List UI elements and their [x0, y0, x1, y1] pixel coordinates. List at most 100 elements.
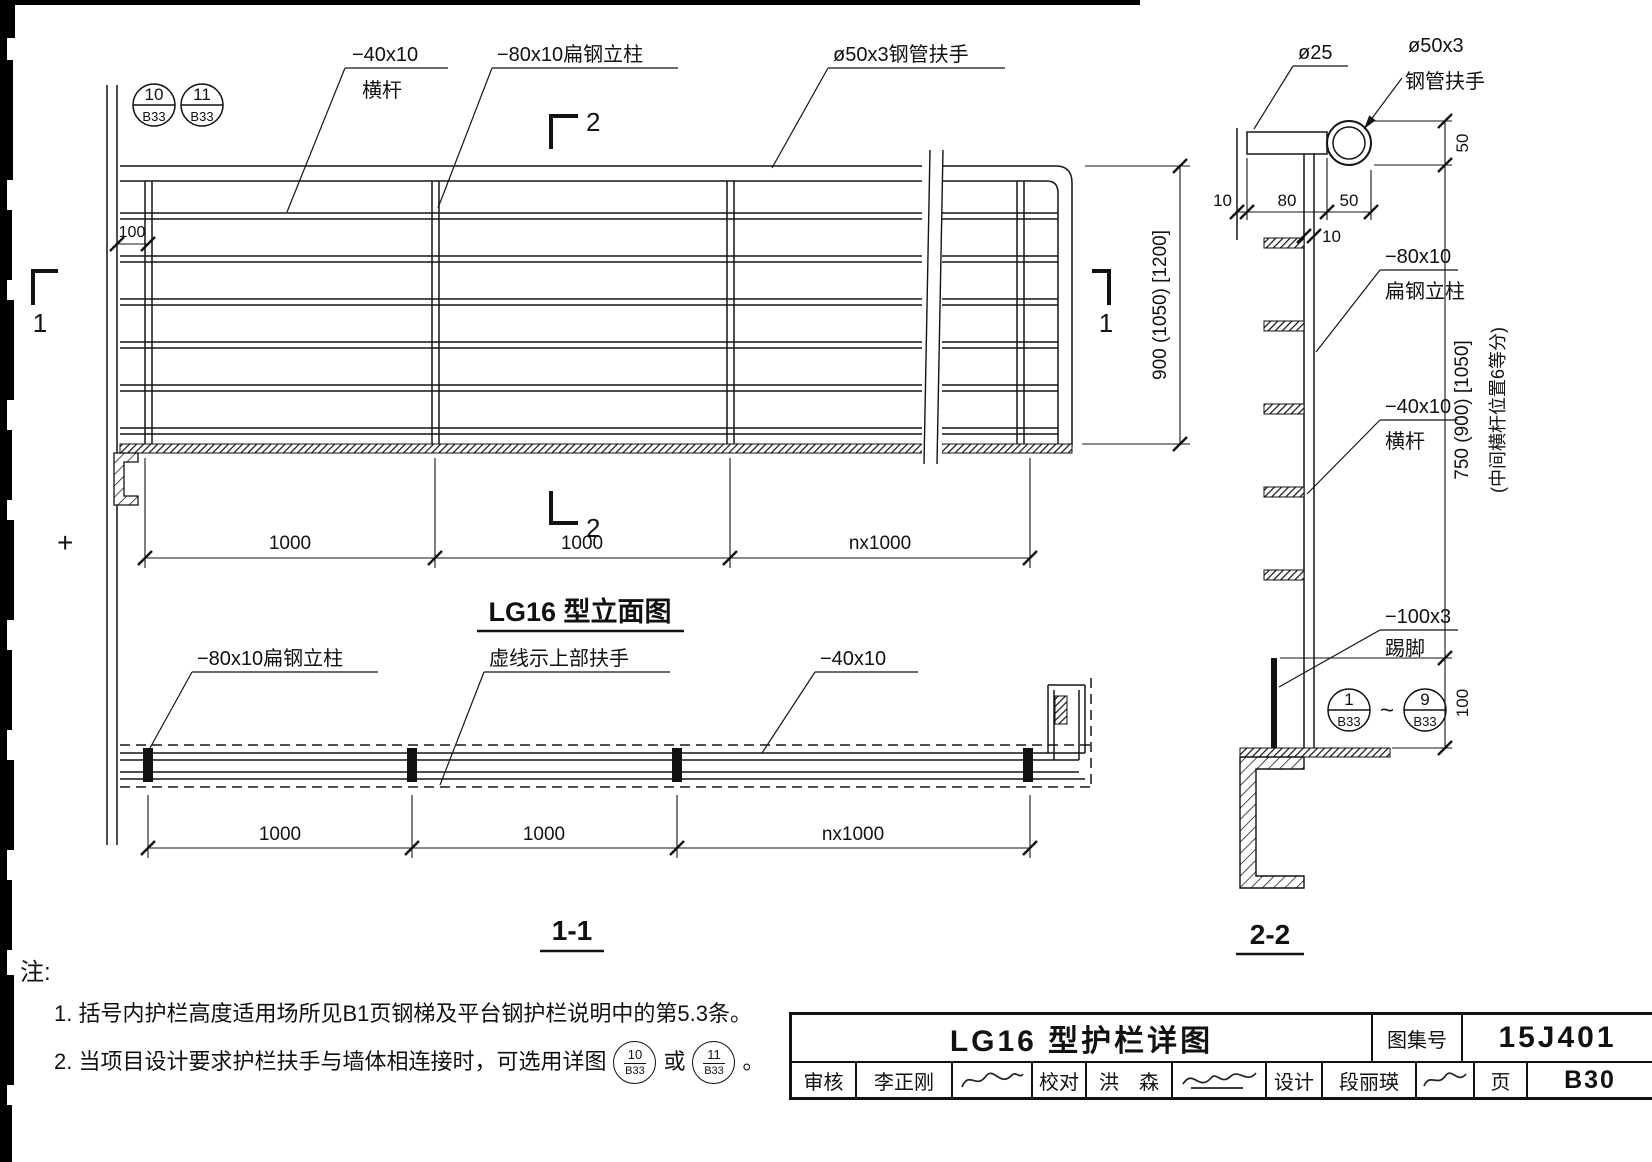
dim-toe-height: 100: [1453, 689, 1472, 717]
signature-scribble: [1182, 1072, 1257, 1089]
note-detail-bubble-10: 10 B33: [613, 1040, 657, 1084]
designer-name: 段丽瑛: [1321, 1063, 1415, 1097]
bubble-end-page: B33: [1413, 714, 1436, 729]
bubble-start-number: 1: [1344, 690, 1353, 709]
plus-registration-mark: +: [57, 527, 73, 558]
rail-label-name: 横杆: [362, 79, 402, 102]
dim-span-3: nx1000: [849, 533, 911, 554]
pipe-label-name: 钢管扶手: [1405, 70, 1485, 93]
cut-mark-2-bottom: 2: [586, 513, 600, 543]
plan-span-2: 1000: [523, 824, 565, 845]
dim-mid-height: 750 (900) [1050]: [1452, 340, 1473, 479]
leader-arrowhead: [1364, 115, 1376, 129]
notes-heading: 注:: [20, 959, 51, 986]
notes: 注: 1. 括号内护栏高度适用场所见B1页钢梯及平台钢护栏说明中的第5.3条。 …: [20, 952, 795, 1084]
atlas-number-label: 图集号: [1371, 1015, 1461, 1063]
plan-bar-label: −40x10: [820, 648, 886, 670]
bubble-end-number: 9: [1420, 690, 1429, 709]
signature-scribble: [961, 1072, 1024, 1088]
reviewer-label: 审核: [803, 1071, 844, 1094]
dim-wall-offset: 100: [119, 224, 146, 241]
bubble-2-number: 11: [193, 85, 211, 104]
dim-handrail-height: 50: [1453, 134, 1472, 153]
section-rail-label-name: 横杆: [1385, 430, 1425, 453]
plan-span-3: nx1000: [822, 824, 884, 845]
bubble-2-page: B33: [190, 109, 213, 124]
elevation-dimensions: [117, 165, 1190, 568]
elevation-title: LG16 型立面图: [488, 596, 671, 627]
bubble-1-number: 10: [145, 85, 164, 104]
plan-posts: [143, 748, 1033, 782]
page-label: 页: [1473, 1063, 1526, 1097]
dim-span-2: 1000: [561, 533, 603, 554]
dim-rail-height: 900 (1050) [1200]: [1150, 230, 1171, 380]
dim-post-depth: 80: [1278, 191, 1297, 210]
dim-span-1: 1000: [269, 533, 311, 554]
scan-edge-artifacts: [0, 0, 1140, 1162]
atlas-number-value: 15J401: [1461, 1015, 1652, 1063]
handrail-label: ø50x3钢管扶手: [833, 43, 969, 66]
elevation-edge-channel: [113, 452, 139, 506]
cut-mark-1-left: 1: [33, 308, 47, 338]
cut-mark-2-top: 2: [586, 107, 600, 137]
signature-scribble: [1423, 1072, 1467, 1087]
note-item-1: 1. 括号内护栏高度适用场所见B1页钢梯及平台钢护栏说明中的第5.3条。: [54, 1001, 752, 1026]
checker-signature: [1171, 1063, 1265, 1097]
elevation-floor-strip: [119, 443, 1073, 454]
elevation-texts: −40x10 横杆 −80x10扁钢立柱 ø50x3钢管扶手 10 B33 11…: [33, 43, 1171, 627]
plan-span-1: 1000: [259, 824, 301, 845]
designer-signature: [1415, 1063, 1473, 1097]
section-title: 2-2: [1250, 919, 1290, 950]
note-item-2-or: 或: [663, 1049, 686, 1075]
section-linework: [1236, 120, 1372, 748]
elevation-leaders: [286, 67, 1005, 633]
elevation-detail-bubbles: [132, 83, 224, 127]
note-item-2: 2. 当项目设计要求护栏扶手与墙体相连接时，可选用详图 10 B33 或 11 …: [20, 1040, 795, 1084]
cut-mark-1-right: 1: [1099, 308, 1113, 338]
bubble-start-page: B33: [1337, 714, 1360, 729]
dim-handrail-offset: 50: [1340, 191, 1359, 210]
section-post-label-name: 扁钢立柱: [1385, 280, 1465, 303]
bubble-page: B33: [625, 1064, 645, 1077]
elevation-break: [922, 149, 944, 465]
section-detail-bubbles: [1327, 688, 1447, 732]
note-detail-bubble-11: 11 B33: [692, 1040, 736, 1084]
checker-name: 洪 森: [1085, 1063, 1171, 1097]
plan-view: −80x10扁钢立柱 虚线示上部扶手 −40x10 1000 1000 nx10…: [120, 647, 1092, 953]
section-leaders: [1236, 65, 1458, 956]
bubble-page: B33: [704, 1064, 724, 1077]
plan-linework: [120, 678, 1092, 790]
sheet-title: LG16 型护栏详图: [792, 1015, 1371, 1063]
plan-title: 1-1: [552, 915, 592, 946]
rail-label-size: −40x10: [352, 44, 418, 66]
toe-label-name: 踢脚: [1385, 637, 1425, 660]
bubble-1-page: B33: [142, 109, 165, 124]
plan-leaders: [149, 671, 918, 953]
post-label: −80x10扁钢立柱: [497, 43, 643, 66]
reviewer-signature: [951, 1063, 1031, 1097]
note-item-2-text: 2. 当项目设计要求护栏扶手与墙体相连接时，可选用详图: [54, 1049, 607, 1075]
section-view: ø25 ø50x3 钢管扶手 −80x10 扁钢立柱 −40x10 横杆 −10…: [1213, 35, 1508, 956]
dim-mid-note: (中间横杆位置6等分): [1488, 327, 1508, 493]
designer-label: 设计: [1265, 1063, 1321, 1097]
plan-dashed-label: 虚线示上部扶手: [489, 647, 629, 670]
section-dimensions: [1237, 120, 1452, 749]
section-rail-cuts: [1263, 237, 1305, 581]
section-edge-channel: [1239, 756, 1305, 889]
bubble-number: 11: [703, 1048, 725, 1064]
rod-label: ø25: [1298, 42, 1332, 64]
title-block: LG16 型护栏详图 图集号 15J401 审核 李正刚 校对 洪 森 设计 段…: [789, 1012, 1652, 1100]
section-rail-label-size: −40x10: [1385, 396, 1451, 418]
elevation-view: −40x10 横杆 −80x10扁钢立柱 ø50x3钢管扶手 10 B33 11…: [31, 43, 1190, 845]
section-cut-marks: [31, 114, 1111, 525]
toe-label-size: −100x3: [1385, 606, 1451, 628]
section-texts: ø25 ø50x3 钢管扶手 −80x10 扁钢立柱 −40x10 横杆 −10…: [1213, 35, 1508, 950]
page-value: B30: [1526, 1063, 1652, 1097]
note-item-2-period: 。: [742, 1049, 765, 1075]
bubble-range-tilde: ~: [1380, 697, 1394, 724]
dim-gap: 10: [1213, 191, 1232, 210]
bubble-number: 10: [623, 1048, 647, 1064]
section-post-label-size: −80x10: [1385, 246, 1451, 268]
